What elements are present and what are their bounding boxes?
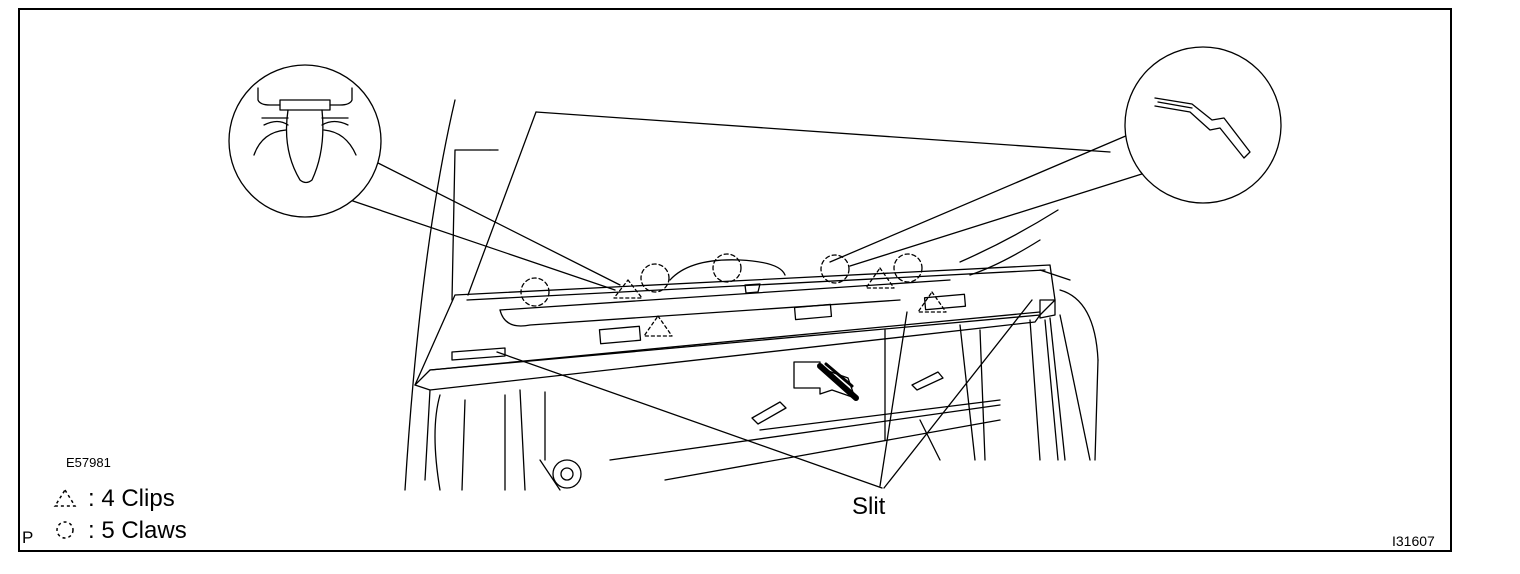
clip-marker-2 [643,315,673,337]
slit-leader-lines [496,299,1033,489]
clip-markers [613,267,947,337]
reference-code: I31607 [1392,533,1435,549]
claw-marker-2 [640,263,670,293]
claw-marker-5 [893,253,923,283]
clip-marker-4 [917,291,947,313]
vehicle-body-lines [404,99,1111,491]
claw-markers [520,253,923,307]
removal-arrow-icon [793,361,859,401]
diagram-frame [18,8,1452,552]
clip-detail-view [228,64,382,218]
package-tray-trim [414,259,1056,391]
slit-label: Slit [852,493,886,520]
legend: : 4 Clips : 5 Claws [52,483,187,547]
claw-marker-3 [712,253,742,283]
legend-clips-row: : 4 Clips [52,483,187,515]
page-marker: P [22,528,34,547]
hub-circle [552,459,582,489]
claw-detail-view [1124,46,1282,204]
triangle-dashed-icon [52,487,82,511]
slit-shapes [751,371,944,425]
clip-marker-3 [865,267,895,289]
claw-marker-4 [820,254,850,284]
legend-claws-row: : 5 Claws [52,515,187,547]
detail-callout-lines [349,134,1149,291]
claw-marker-1 [520,277,550,307]
legend-clips-label: : 4 Clips [88,485,175,512]
figure-code: E57981 [66,455,111,470]
circle-dashed-icon [52,519,82,543]
legend-claws-label: : 5 Claws [88,517,187,544]
clip-marker-1 [613,279,643,299]
